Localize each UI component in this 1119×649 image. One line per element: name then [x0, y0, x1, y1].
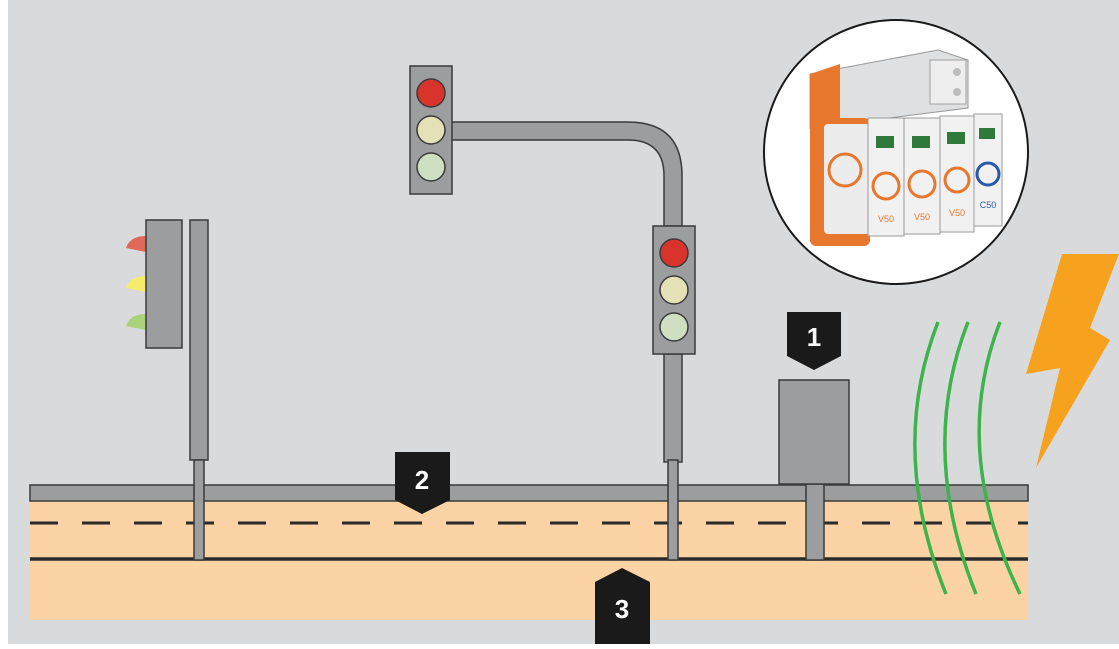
svg-text:1: 1 [807, 322, 821, 352]
svg-text:C50: C50 [980, 200, 997, 210]
right-traffic-light [652, 225, 696, 561]
badge-1: 1 [787, 312, 841, 370]
module-1: V50 [867, 117, 905, 237]
module-3: V50 [939, 115, 975, 233]
red-lamp [659, 238, 689, 268]
badge-3: 3 [595, 568, 650, 644]
green-lamp [659, 312, 689, 342]
svg-text:V50: V50 [878, 214, 894, 224]
red-lamp [416, 78, 446, 108]
yellow-lamp [416, 115, 446, 145]
electromagnetic-waves [913, 321, 1022, 595]
svg-text:2: 2 [415, 465, 429, 495]
svg-text:V50: V50 [949, 208, 965, 218]
module-2: V50 [903, 117, 941, 235]
svg-text:V50: V50 [914, 212, 930, 222]
overhead-traffic-light [409, 65, 683, 227]
yellow-lamp [659, 275, 689, 305]
road [29, 484, 1029, 620]
badge-2: 2 [395, 452, 450, 514]
svg-text:3: 3 [615, 594, 629, 624]
control-cabinet [778, 379, 850, 561]
lightning-bolt-icon [1026, 254, 1119, 468]
surge-protector-inset: V50 V50 V50 C50 [763, 19, 1029, 285]
green-lamp [416, 152, 446, 182]
left-traffic-light [126, 219, 209, 561]
module-4: C50 [973, 113, 1003, 227]
